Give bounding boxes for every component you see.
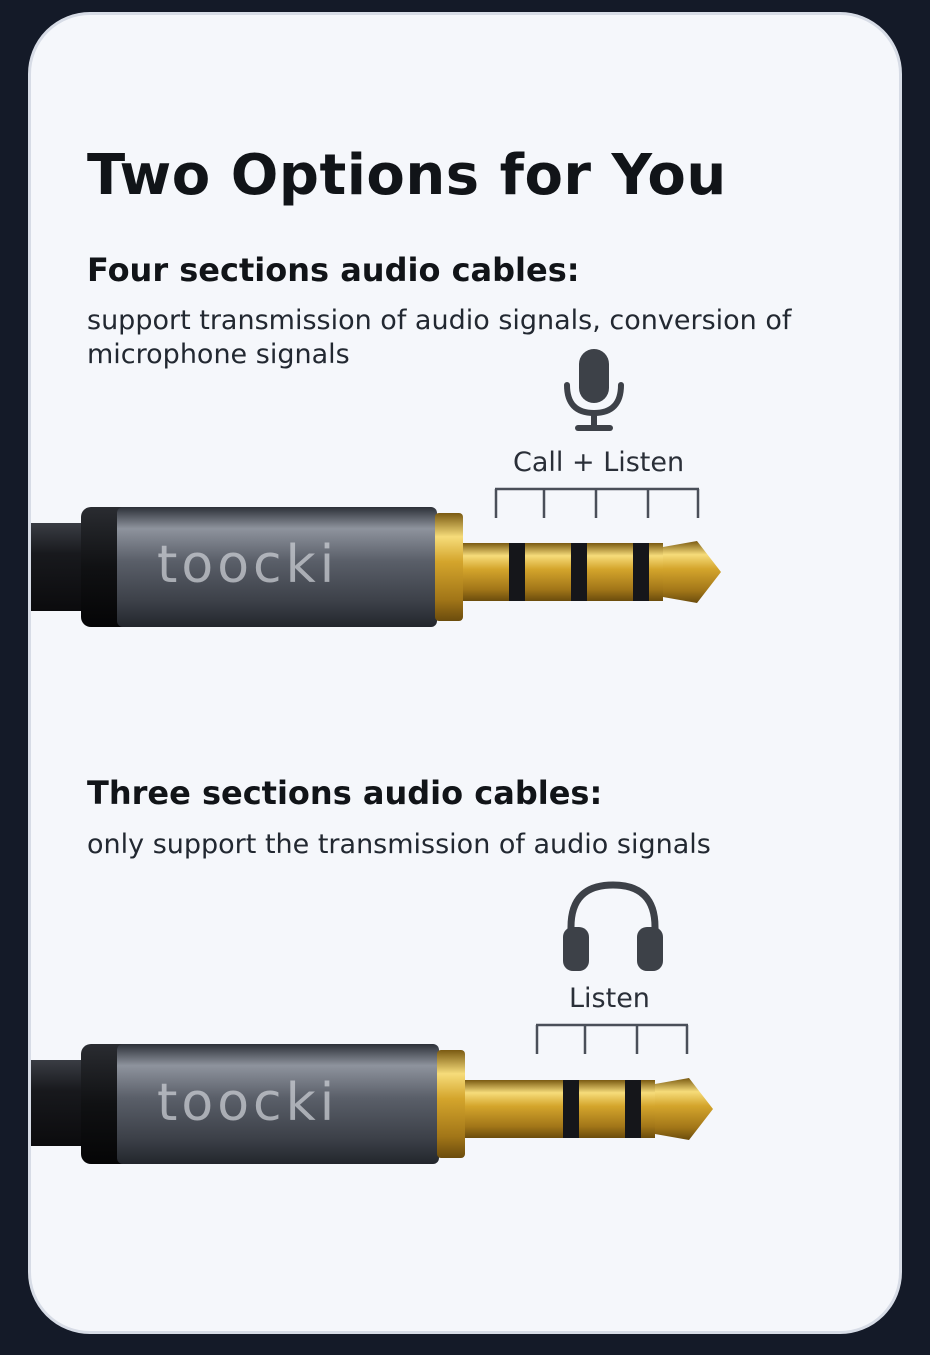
four-section-function-label: Call + Listen xyxy=(513,447,685,478)
three-section-description: only support the transmission of audio s… xyxy=(87,829,711,860)
brand-engraving: toocki xyxy=(157,1073,339,1133)
page-title: Two Options for You xyxy=(87,143,727,208)
four-section-description: support transmission of audio signals, c… xyxy=(87,305,792,370)
three-section-contact-bracket xyxy=(535,1023,689,1054)
four-section-heading: Four sections audio cables: xyxy=(87,251,580,289)
product-card: Two Options for You Four sections audio … xyxy=(28,12,902,1334)
three-section-plug xyxy=(31,1044,713,1164)
four-section-plug xyxy=(31,507,721,627)
microphone-icon xyxy=(564,349,624,431)
brand-engraving: toocki xyxy=(157,535,339,595)
four-section-contact-bracket xyxy=(494,487,700,518)
headphones-icon xyxy=(563,881,663,971)
three-section-heading: Three sections audio cables: xyxy=(87,774,603,812)
three-section-function-label: Listen xyxy=(569,983,650,1014)
